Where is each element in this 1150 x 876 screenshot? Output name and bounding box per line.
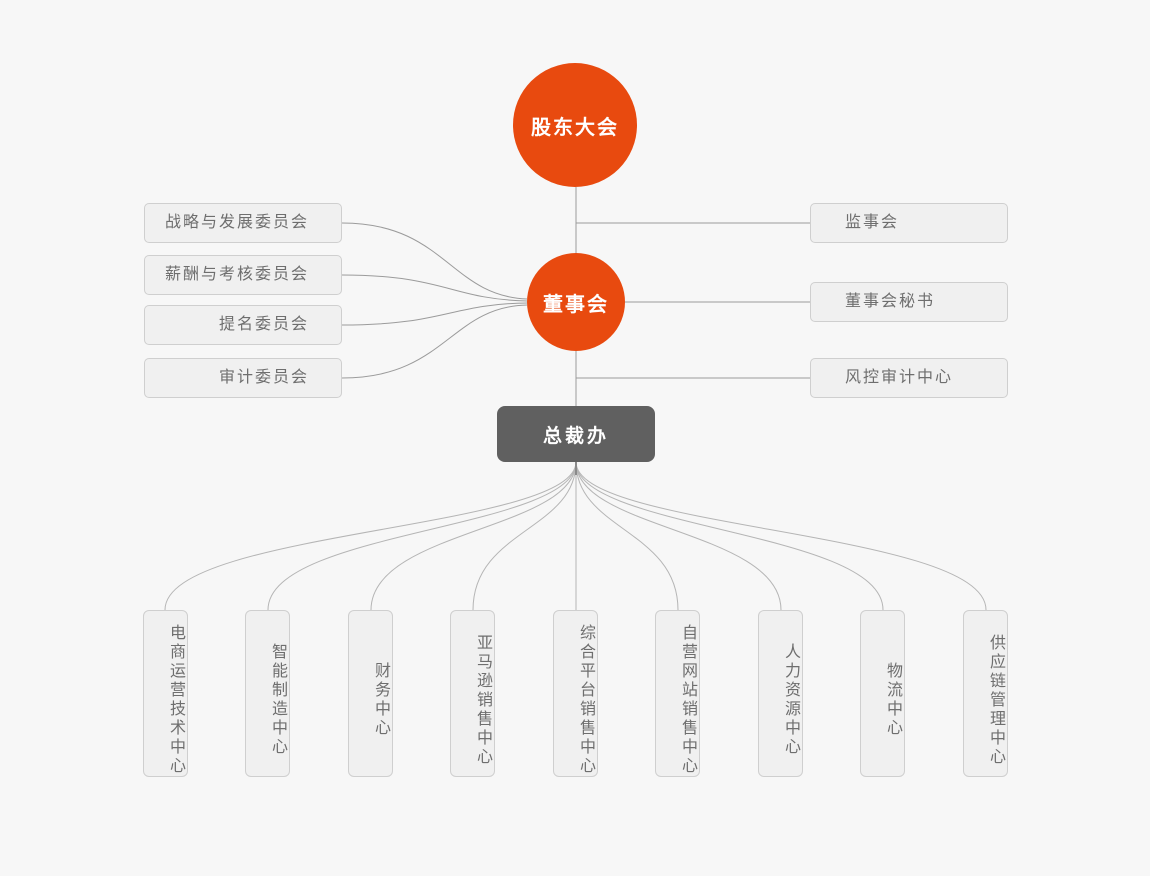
shareholders-meeting-label: 股东大会: [531, 116, 619, 139]
node-logistics-center: 物流中心: [860, 610, 905, 777]
node-compensation-assessment-committee: 薪酬与考核委员会: [144, 255, 342, 295]
board-of-directors-label: 董事会: [543, 293, 609, 316]
president-office-label: 总裁办: [542, 425, 609, 447]
node-board-secretary: 董事会秘书: [810, 282, 1008, 322]
node-finance-center: 财务中心: [348, 610, 393, 777]
node-platform-sales-center: 综合平台销售中心: [553, 610, 598, 777]
node-shareholders-meeting: 股东大会: [513, 63, 637, 187]
node-audit-committee: 审计委员会: [144, 358, 342, 398]
node-amazon-sales-center: 亚马逊销售中心: [450, 610, 495, 777]
node-supply-chain-management-center: 供应链管理中心: [963, 610, 1008, 777]
node-nomination-committee: 提名委员会: [144, 305, 342, 345]
node-board-of-directors: 董事会: [527, 253, 625, 351]
node-supervisory-board: 监事会: [810, 203, 1008, 243]
node-intelligent-manufacturing-center: 智能制造中心: [245, 610, 290, 777]
node-ecommerce-ops-tech-center: 电商运营技术中心: [143, 610, 188, 777]
node-own-website-sales-center: 自营网站销售中心: [655, 610, 700, 777]
node-strategy-development-committee: 战略与发展委员会: [144, 203, 342, 243]
node-human-resources-center: 人力资源中心: [758, 610, 803, 777]
node-risk-control-audit-center: 风控审计中心: [810, 358, 1008, 398]
node-president-office: 总裁办: [497, 406, 655, 462]
